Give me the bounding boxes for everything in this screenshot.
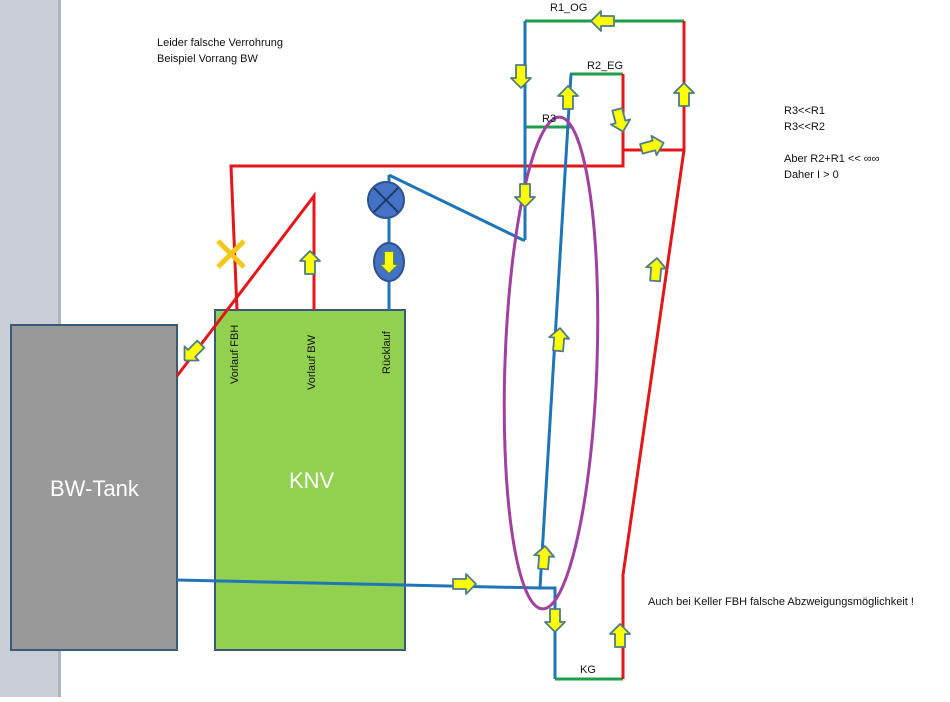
pump-flow-arrow [378, 250, 400, 275]
highlight-ellipse [502, 115, 600, 611]
port-ruecklauf-label: Rücklauf [381, 331, 393, 374]
og-feed-arrow [639, 134, 665, 157]
riser-up-arrow-low [533, 545, 556, 571]
kg-down-arrow [544, 608, 566, 633]
r3-label: R3 [542, 113, 557, 125]
analysis-line-4: Daher I > 0 [784, 169, 839, 181]
eg-up-arrow [557, 85, 579, 110]
bw-tank [10, 324, 178, 651]
kg-label: KG [580, 664, 596, 676]
note-line-2: Beispiel Vorrang BW [157, 53, 258, 65]
mixer-valve [367, 181, 405, 219]
blocked-cross [216, 239, 246, 269]
analysis-line-3: Aber R2+R1 << ∞∞ [784, 153, 880, 165]
note-line-1: Leider falsche Verrohrung [157, 37, 283, 49]
return-knv-pipe [388, 173, 525, 242]
knv-unit [214, 309, 406, 651]
r2-eg-label: R2_EG [587, 60, 624, 72]
return-tank-pipe [176, 578, 541, 590]
vorlauf-bw-arrow [299, 250, 321, 275]
kg-up-arrow [609, 623, 631, 648]
riser-up-arrow [548, 327, 571, 353]
r1-og-flow-arrow [590, 10, 615, 32]
r1-og-label: R1_OG [550, 2, 588, 14]
tank-feed-arrow [183, 339, 206, 362]
analysis-line-2: R3<<R2 [784, 121, 825, 133]
supply-og-pipe [623, 21, 686, 152]
tank-return-arrow [452, 573, 477, 595]
og-riser-arrow [673, 82, 695, 107]
og-down-arrow-2 [514, 183, 536, 208]
port-vorlauf-bw-label: Vorlauf BW [306, 334, 318, 390]
og-down-arrow-1 [510, 64, 532, 89]
eg-down-arrow [609, 107, 632, 133]
port-vorlauf-fbh-label: Vorlauf FBH [229, 324, 241, 384]
flow-arrows [183, 10, 695, 648]
analysis-line-1: R3<<R1 [784, 105, 825, 117]
kg-supply-arrow [645, 257, 668, 283]
bw-tank-label: BW-Tank [50, 476, 139, 501]
footer-note: Auch bei Keller FBH falsche Abzweigungsm… [648, 596, 914, 608]
knv-label: KNV [289, 468, 335, 493]
